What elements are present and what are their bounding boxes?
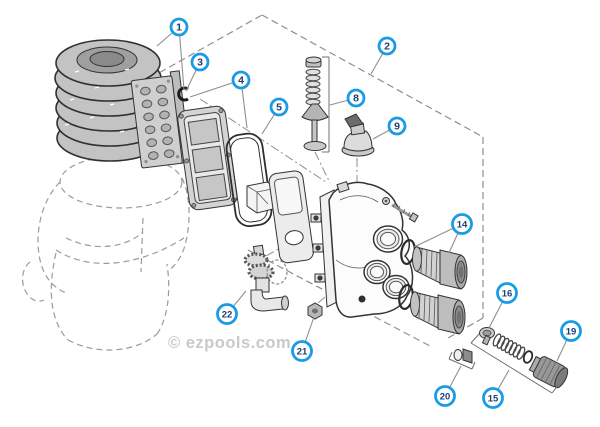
callout-circle-22 — [216, 303, 238, 325]
drain-hole — [358, 295, 366, 303]
callout-5: 5 — [269, 97, 289, 117]
callout-number-14: 14 — [457, 219, 468, 230]
bracket-15 — [470, 333, 560, 394]
callout-8: 8 — [346, 88, 366, 108]
callout-2: 2 — [377, 36, 397, 56]
tube-sheet-plate — [130, 70, 191, 169]
heater-tank-outline — [21, 155, 190, 351]
callout-14: 14 — [451, 213, 473, 235]
small-o-ring — [177, 86, 189, 102]
callout-1: 1 — [169, 17, 189, 37]
manifold-port — [372, 225, 404, 253]
callout-circle-9 — [387, 116, 407, 136]
callout-number-1: 1 — [176, 21, 182, 33]
callout-circle-3 — [190, 52, 210, 72]
callout-circle-4 — [231, 70, 251, 90]
drain-valve-22 — [243, 244, 289, 312]
callout-number-21: 21 — [297, 346, 308, 357]
callout-9: 9 — [387, 116, 407, 136]
callout-circle-5 — [269, 97, 289, 117]
callout-circle-16 — [496, 282, 518, 304]
manifold-port — [363, 259, 391, 285]
callout-22: 22 — [216, 303, 238, 325]
grommet-20 — [448, 348, 476, 370]
header-plate — [177, 105, 238, 211]
mounting-screw — [382, 197, 419, 223]
callout-3: 3 — [190, 52, 210, 72]
valve-seat-16 — [479, 327, 495, 346]
callout-number-19: 19 — [566, 326, 577, 337]
valve-spring — [492, 333, 526, 360]
callout-number-8: 8 — [353, 92, 359, 104]
header-gasket — [225, 132, 273, 228]
watermark: © ezpools.com — [168, 334, 291, 352]
callout-number-15: 15 — [488, 393, 499, 404]
callout-circle-8 — [346, 88, 366, 108]
callout-circle-19 — [560, 320, 582, 342]
callout-circle-14 — [451, 213, 473, 235]
callout-circle-15 — [482, 387, 504, 409]
callout-circle-1 — [169, 17, 189, 37]
callout-21: 21 — [291, 340, 313, 362]
bypass-valve — [341, 113, 375, 157]
manifold-port — [382, 274, 410, 300]
union-fitting-2 — [410, 291, 466, 335]
union-fitting-1 — [412, 246, 468, 290]
callout-19: 19 — [560, 320, 582, 342]
callout-number-9: 9 — [394, 120, 400, 132]
callout-number-16: 16 — [502, 288, 513, 299]
plug-o-ring — [522, 350, 534, 364]
callout-16: 16 — [496, 282, 518, 304]
callout-layer: 1 2 3 4 5 8 9 14 15 16 19 20 21 22 — [156, 17, 582, 409]
callout-leader-1 — [178, 26, 185, 91]
callout-number-5: 5 — [276, 101, 282, 113]
callout-circle-21 — [291, 340, 313, 362]
manifold-body — [310, 181, 419, 318]
callout-number-4: 4 — [238, 74, 244, 86]
bypass-box — [246, 181, 278, 214]
callout-20: 20 — [434, 385, 456, 407]
relief-valve-spring — [301, 56, 330, 153]
hex-nut-21 — [307, 302, 323, 320]
callout-number-2: 2 — [384, 40, 390, 52]
callout-number-20: 20 — [440, 391, 451, 402]
callout-circle-20 — [434, 385, 456, 407]
bracket-8 — [322, 56, 330, 153]
flange-bosses — [310, 213, 326, 283]
callout-number-3: 3 — [197, 56, 203, 68]
manifold-gasket-plate — [268, 170, 314, 264]
callout-number-22: 22 — [222, 309, 233, 320]
callout-4: 4 — [231, 70, 251, 90]
knurled-plug-19 — [528, 355, 569, 389]
callout-15: 15 — [482, 387, 504, 409]
callout-circle-2 — [377, 36, 397, 56]
